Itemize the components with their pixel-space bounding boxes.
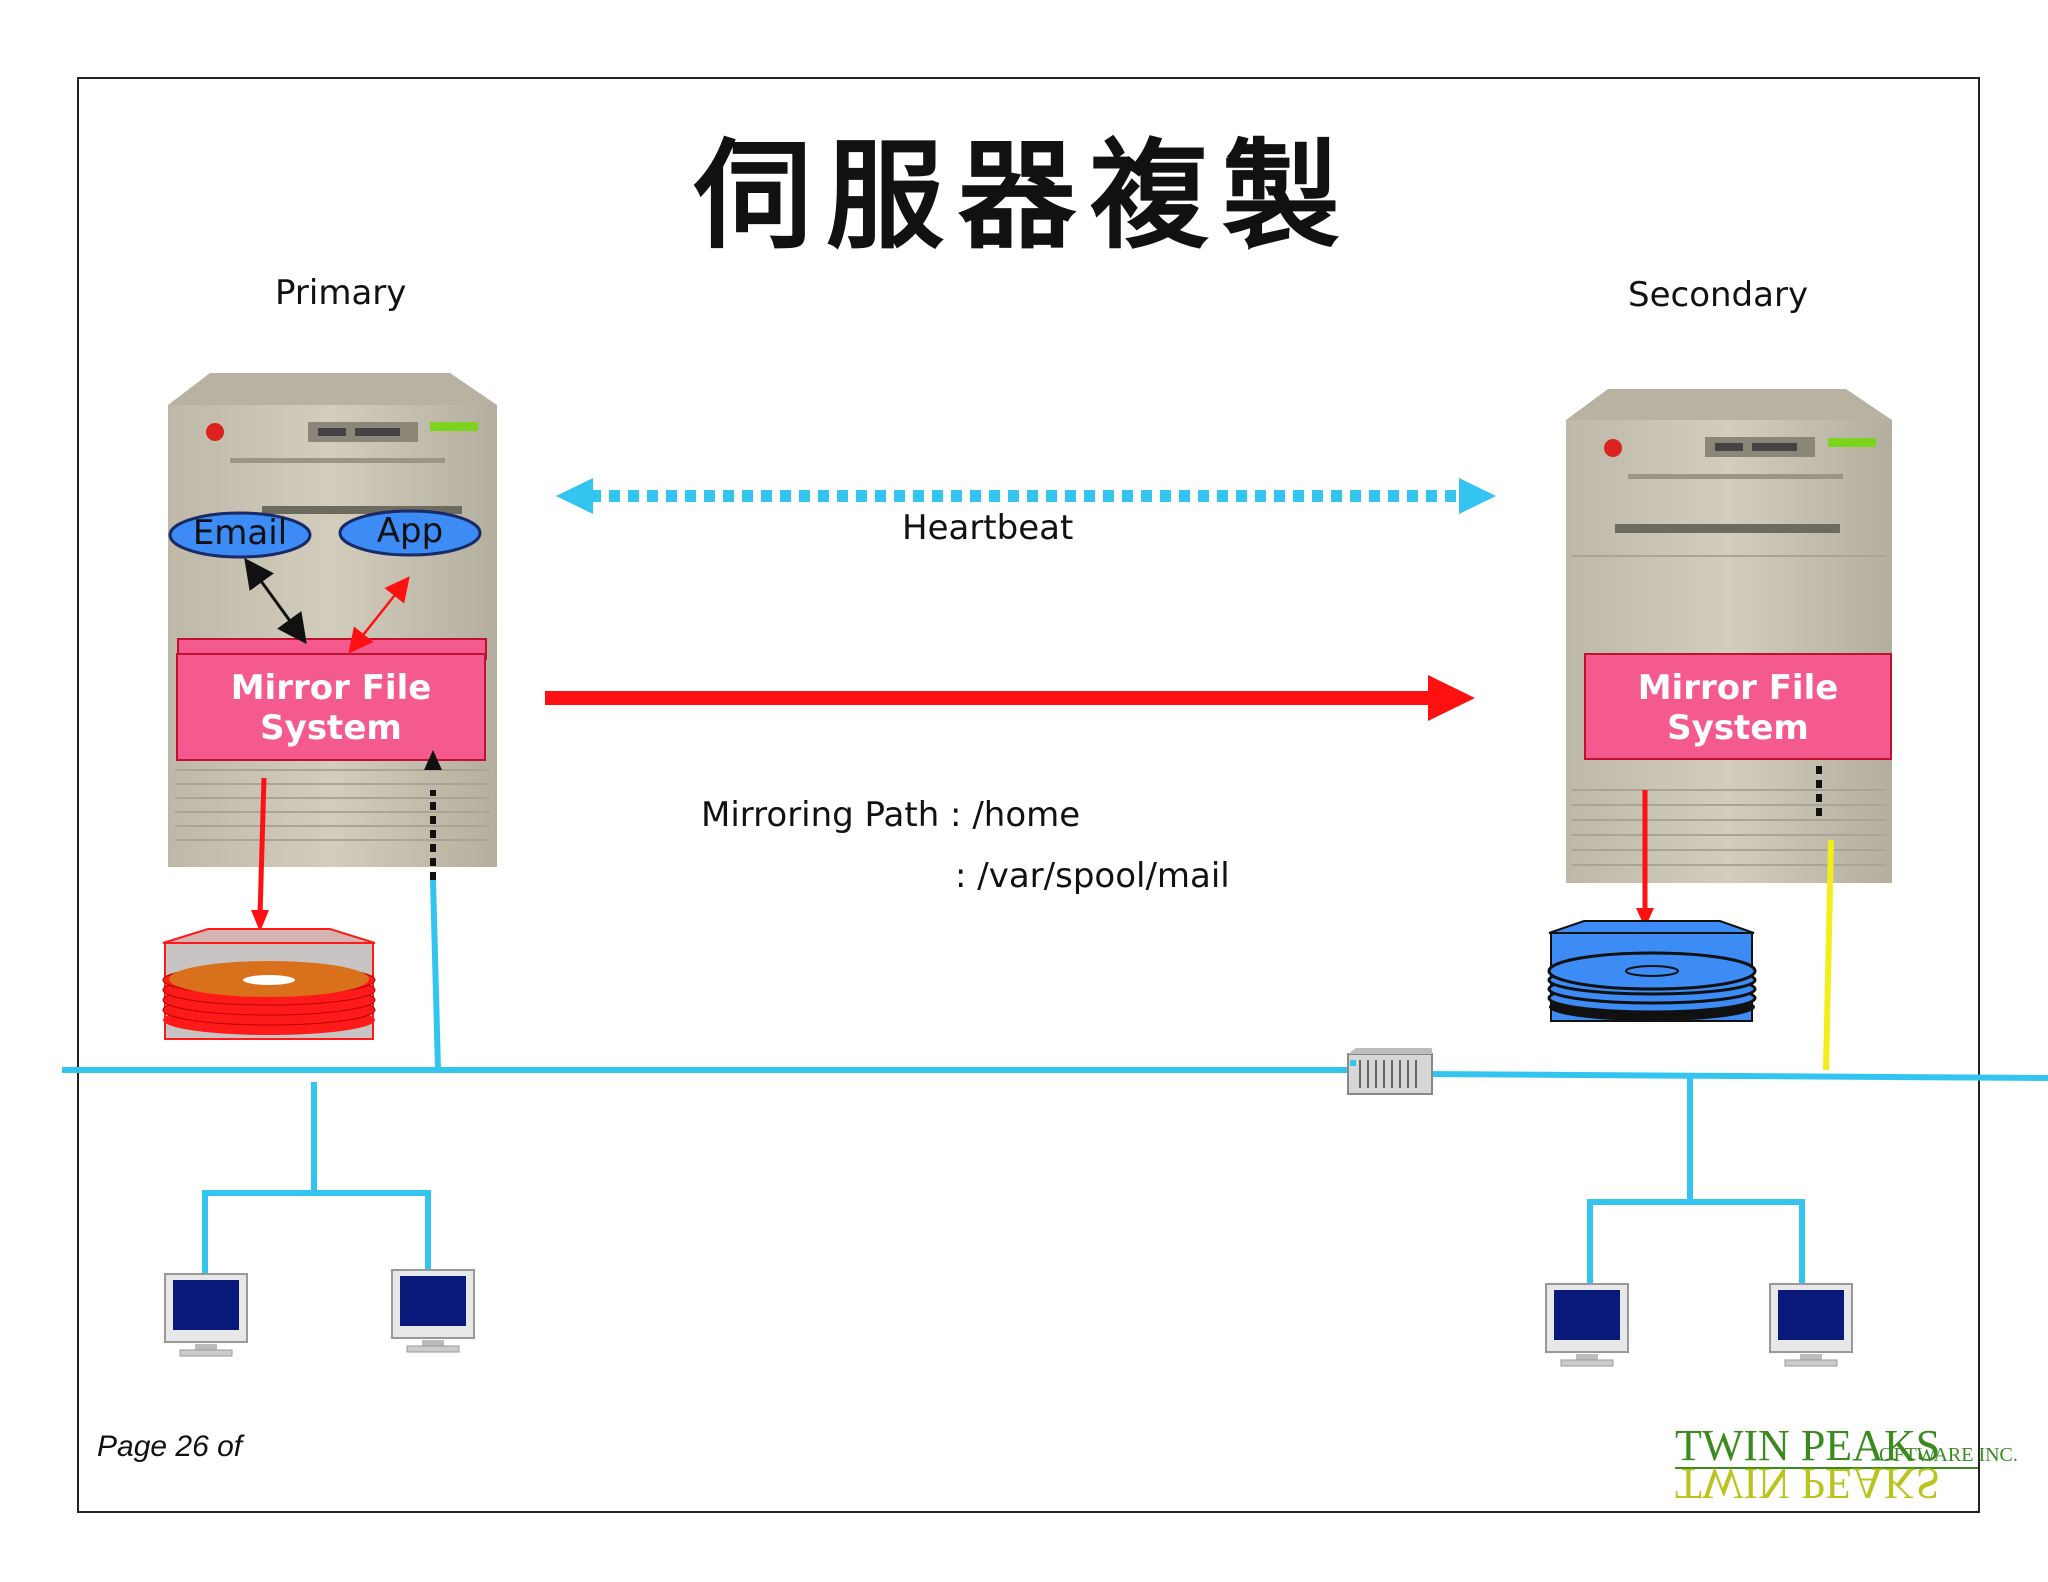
email-mfs-arrow	[244, 557, 307, 645]
page-title: 伺服器複製	[693, 127, 1354, 265]
primary-mfs-label: Mirror File System	[177, 668, 485, 748]
slide-frame	[77, 77, 1980, 1513]
company-logo: TWIN PEAKS OFTWARE INC. TWIN PEAKS	[1675, 1420, 2018, 1510]
logo-suffix: OFTWARE INC.	[1879, 1444, 2018, 1466]
secondary-network-link	[1823, 839, 1834, 1071]
heartbeat-label: Heartbeat	[902, 508, 1074, 548]
primary-mfs-line2: System	[260, 708, 402, 748]
primary-mfs-box	[176, 653, 486, 761]
client-monitor-icon	[1769, 1283, 1853, 1367]
client-monitor-icon	[1545, 1283, 1629, 1367]
mirroring-path-line1: Mirroring Path : /home	[701, 795, 1081, 835]
logo-name: TWIN PEAKS	[1675, 1421, 1941, 1470]
secondary-disk-icon	[1547, 920, 1757, 1022]
primary-server-icon	[168, 373, 497, 867]
network-backbone	[62, 879, 2048, 1081]
primary-client-branch	[202, 1082, 431, 1288]
app-label: App	[376, 511, 444, 551]
app-oval	[338, 509, 482, 557]
mirroring-path-line2: : /var/spool/mail	[955, 856, 1230, 896]
secondary-label: Secondary	[1628, 275, 1809, 315]
page-number: Page 26 of	[97, 1430, 243, 1463]
app-mfs-arrow	[348, 576, 410, 654]
heartbeat-arrow	[556, 478, 1496, 514]
client-monitor-icon	[391, 1269, 475, 1353]
mirror-arrow	[545, 675, 1475, 721]
secondary-mfs-box	[1584, 653, 1892, 760]
email-label: Email	[192, 513, 288, 553]
primary-mfs-line1: Mirror File	[230, 668, 432, 708]
primary-disk-arrow	[257, 777, 267, 916]
primary-disk-icon	[162, 928, 376, 1040]
secondary-client-branch	[1587, 1074, 1805, 1295]
client-monitor-icon	[164, 1273, 248, 1357]
primary-label: Primary	[275, 273, 407, 313]
secondary-mfs-line1: Mirror File	[1637, 668, 1839, 708]
network-hub-icon	[1347, 1048, 1433, 1095]
secondary-mfs-line2: System	[1667, 708, 1809, 748]
email-oval	[168, 511, 312, 559]
secondary-mfs-label: Mirror File System	[1585, 668, 1891, 748]
logo-reflection: TWIN PEAKS	[1675, 1459, 1941, 1508]
secondary-server-icon	[1566, 389, 1892, 883]
